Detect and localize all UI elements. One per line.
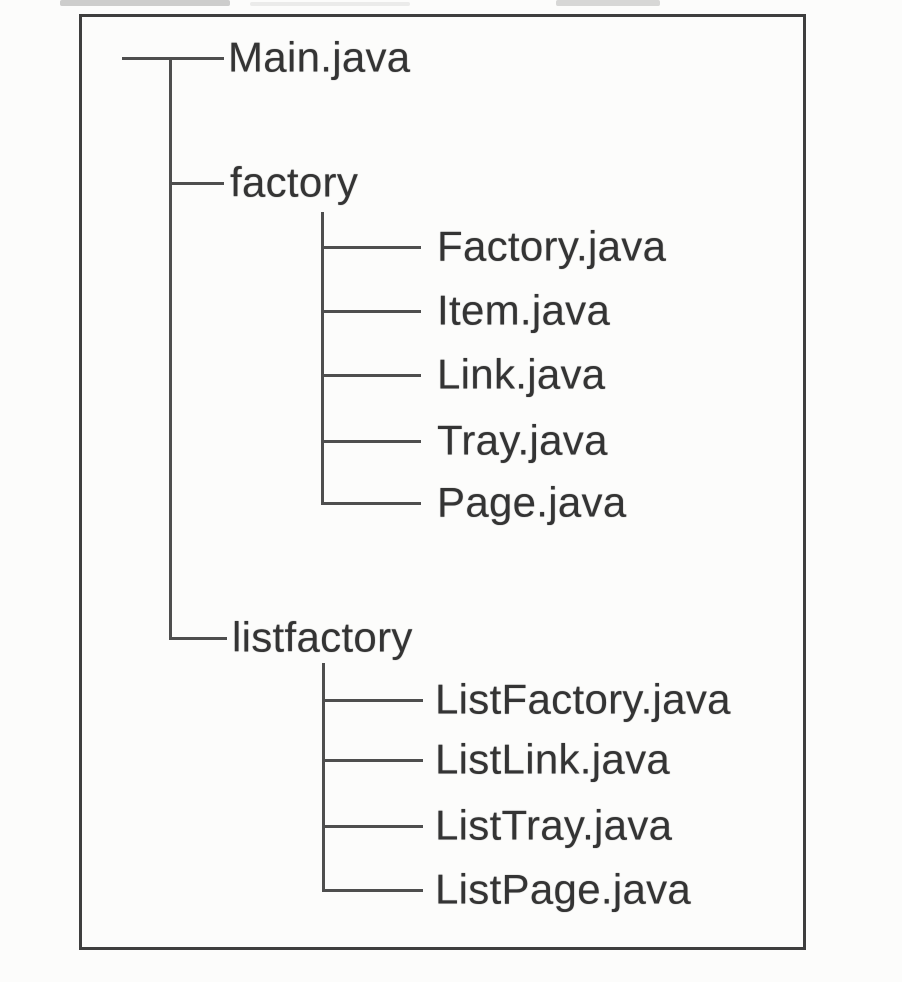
- tree-node-factory-java: Factory.java: [437, 222, 667, 270]
- connector-branch-item-java: [321, 310, 421, 313]
- scan-artifact: [250, 2, 410, 6]
- connector-branch-factory-java: [321, 246, 421, 249]
- connector-trunk-listfactory: [322, 663, 325, 892]
- connector-branch-tray-java: [321, 440, 421, 443]
- tree-node-page-java: Page.java: [437, 478, 627, 526]
- connector-root-main: [122, 57, 224, 60]
- connector-branch-listtray-java: [322, 825, 423, 828]
- connector-branch-page-java: [321, 502, 421, 505]
- connector-trunk-factory: [321, 212, 324, 505]
- tree-node-factory-dir: factory: [230, 158, 359, 206]
- connector-branch-listpage-java: [322, 889, 423, 892]
- connector-trunk-main: [169, 57, 172, 640]
- connector-branch-listfactory-java: [322, 699, 423, 702]
- tree-node-listfactory-dir: listfactory: [232, 613, 413, 661]
- scan-artifact: [60, 0, 230, 6]
- connector-branch-link-java: [321, 374, 421, 377]
- tree-node-item-java: Item.java: [437, 286, 611, 334]
- connector-branch-listlink-java: [322, 759, 423, 762]
- connector-branch-listfactory: [169, 637, 227, 640]
- connector-branch-factory: [169, 182, 224, 185]
- diagram-border: [79, 14, 806, 950]
- tree-node-listtray-java: ListTray.java: [435, 801, 673, 849]
- tree-node-listfactory-java: ListFactory.java: [435, 675, 731, 723]
- tree-node-listpage-java: ListPage.java: [435, 865, 692, 913]
- scan-artifact: [556, 0, 660, 6]
- tree-node-tray-java: Tray.java: [437, 416, 608, 464]
- tree-node-listlink-java: ListLink.java: [435, 735, 671, 783]
- tree-node-main-java: Main.java: [228, 33, 411, 81]
- tree-node-link-java: Link.java: [437, 350, 606, 398]
